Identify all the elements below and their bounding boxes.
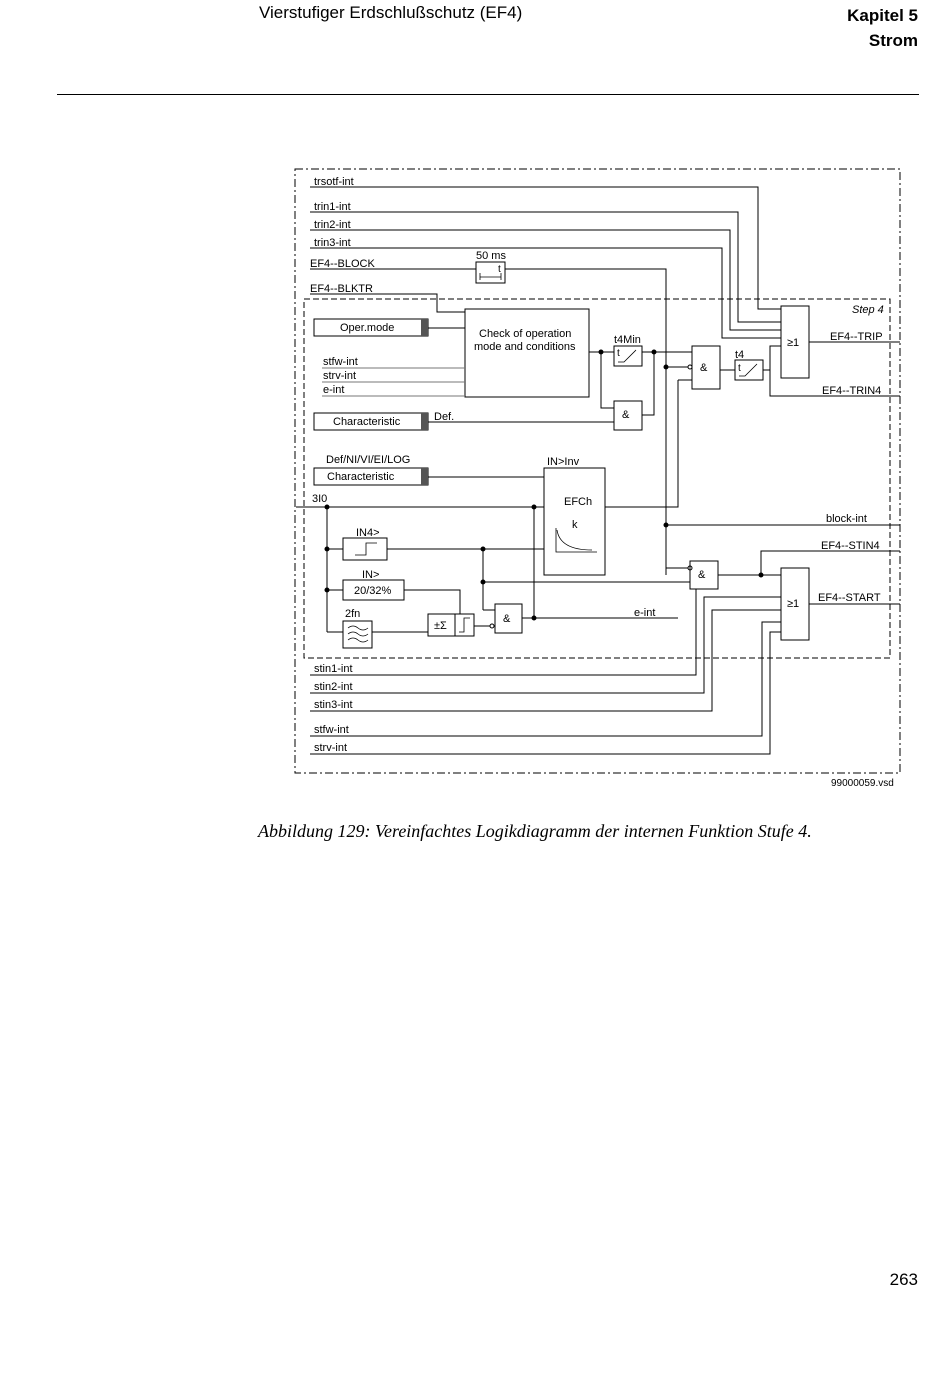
logic-diagram: trsotf-int trin1-int trin2-int trin3-int… — [294, 168, 901, 789]
label-and-start: & — [698, 569, 706, 581]
header-title: Vierstufiger Erdschlußschutz (EF4) — [259, 3, 523, 22]
label-stin4: EF4--STIN4 — [821, 540, 880, 552]
label-and-eint: & — [503, 613, 511, 625]
label-or-trip: ≥1 — [787, 337, 799, 349]
label-twofn: 2fn — [345, 608, 360, 620]
label-characteristic: Characteristic — [333, 416, 401, 428]
level-detector-box — [454, 613, 475, 637]
label-timer50-t: t — [498, 264, 501, 275]
label-check1: Check of operation — [479, 328, 571, 340]
label-k: k — [572, 519, 578, 531]
label-stin1: stin1-int — [314, 663, 353, 675]
label-or-start: ≥1 — [787, 598, 799, 610]
label-trin1: trin1-int — [314, 201, 351, 213]
label-block: EF4--BLOCK — [310, 258, 375, 270]
label-sigma: ±Σ — [434, 620, 447, 632]
label-timer50: 50 ms — [476, 250, 506, 262]
label-start: EF4--START — [818, 592, 881, 604]
label-step: Step 4 — [852, 304, 884, 316]
label-stin3: stin3-int — [314, 699, 353, 711]
label-eint: e-int — [323, 384, 344, 396]
check-block — [464, 308, 590, 398]
step4-frame — [303, 298, 891, 659]
twofn-filter-box — [342, 620, 373, 649]
outer-frame — [294, 168, 901, 774]
label-file: 99000059.vsd — [831, 778, 894, 789]
label-eint-out: e-int — [634, 607, 655, 619]
label-t4: t4 — [735, 349, 744, 361]
efch-block — [543, 467, 606, 576]
figure-caption: Abbildung 129: Vereinfachtes Logikdiagra… — [258, 821, 812, 841]
label-strv-bottom: strv-int — [314, 742, 347, 754]
label-t4min: t4Min — [614, 334, 641, 346]
label-stin2: stin2-int — [314, 681, 353, 693]
label-strv: strv-int — [323, 370, 356, 382]
timer-50ms — [475, 261, 506, 284]
label-stfw-bottom: stfw-int — [314, 724, 349, 736]
header-chapter-block: Kapitel 5 Strom — [847, 3, 918, 53]
in4-level-box — [342, 537, 388, 561]
label-def: Def. — [434, 411, 454, 423]
label-t4-t: t — [738, 363, 741, 374]
label-in: IN> — [362, 569, 379, 581]
label-blktr: EF4--BLKTR — [310, 283, 373, 295]
label-t4min-t: t — [617, 348, 620, 359]
label-check2: mode and conditions — [474, 341, 576, 353]
label-characteristic2: Characteristic — [327, 471, 395, 483]
label-charsel: Def/NI/VI/EI/LOG — [326, 454, 410, 466]
label-trin3: trin3-int — [314, 237, 351, 249]
label-trin4: EF4--TRIN4 — [822, 385, 881, 397]
label-trin2: trin2-int — [314, 219, 351, 231]
label-trsotf: trsotf-int — [314, 176, 354, 188]
label-3i0: 3I0 — [312, 493, 327, 505]
label-opermode: Oper.mode — [340, 322, 394, 334]
label-and-1: & — [622, 409, 630, 421]
label-blockint: block-int — [826, 513, 867, 525]
header-chapter: Kapitel 5 — [847, 6, 918, 25]
header-section: Strom — [868, 31, 918, 50]
label-in4: IN4> — [356, 527, 380, 539]
label-and-trip: & — [700, 362, 708, 374]
t4min-timer — [613, 345, 643, 367]
label-efch: EFCh — [564, 496, 592, 508]
header-rule — [57, 94, 919, 95]
label-stfw: stfw-int — [323, 356, 358, 368]
label-ininv: IN>Inv — [547, 456, 580, 468]
page-number: 263 — [889, 1270, 918, 1289]
label-trip: EF4--TRIP — [830, 331, 883, 343]
label-pct: 20/32% — [354, 585, 392, 597]
